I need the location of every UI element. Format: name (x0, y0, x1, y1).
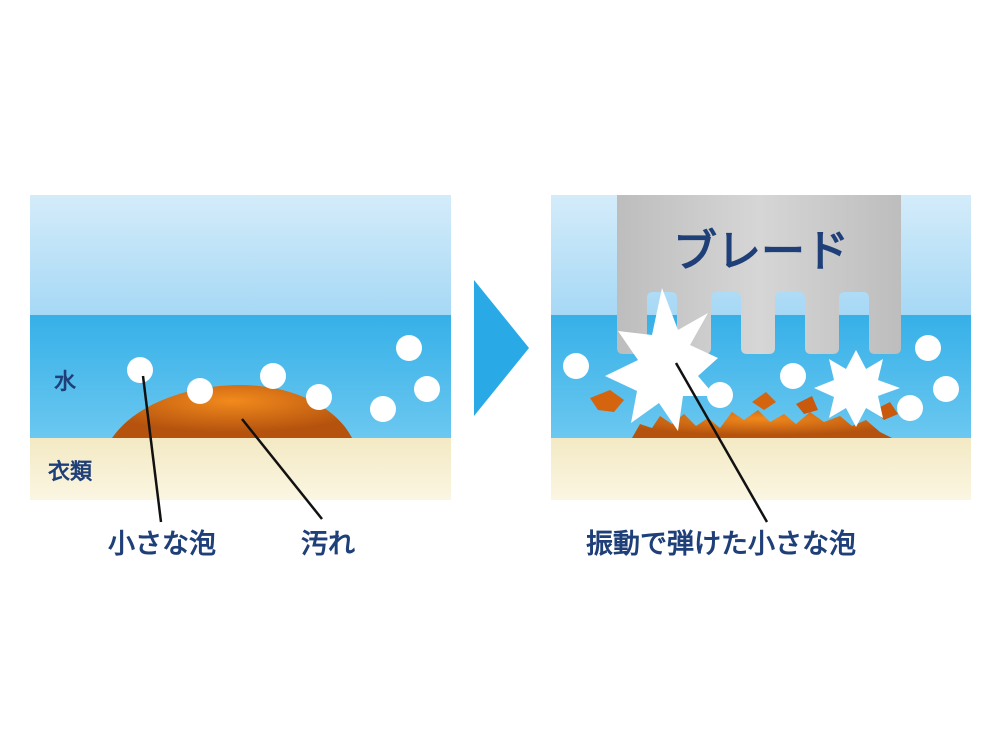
dirt-chip (590, 390, 624, 412)
dirt-mound (112, 385, 352, 438)
burst-bubble-small (814, 350, 900, 427)
burst-bubble-large (605, 288, 718, 431)
bubble-leader-line (141, 375, 163, 523)
bubble (306, 384, 332, 410)
bubble (187, 378, 213, 404)
burst-caption: 振動で弾けた小さな泡 (586, 528, 856, 560)
left-panel: 水 衣類 (30, 195, 451, 523)
bubble (396, 335, 422, 361)
dirt-caption: 汚れ (301, 529, 355, 560)
bubbles-caption: 小さな泡 (108, 528, 216, 560)
bubble (780, 363, 806, 389)
bubble (260, 363, 286, 389)
dirt-leader-line (241, 418, 323, 520)
burst-leader-line (674, 362, 769, 523)
dirt-chip (796, 396, 818, 414)
left-clothes (30, 438, 451, 500)
right-panel: ブレード (551, 195, 971, 523)
dirt-chip (752, 392, 776, 410)
water-label: 水 (54, 370, 77, 395)
bubble (563, 353, 589, 379)
bubble (127, 357, 153, 383)
right-clothes (551, 438, 971, 500)
bubble (933, 376, 959, 402)
blade-label: ブレード (673, 226, 849, 277)
bubble (370, 396, 396, 422)
dirt-fragments (632, 410, 892, 438)
bubble (897, 395, 923, 421)
transition-arrow-icon (474, 280, 529, 416)
clothes-label: 衣類 (48, 459, 93, 485)
blade (617, 195, 901, 354)
bubble (414, 376, 440, 402)
bubble (915, 335, 941, 361)
left-sky (30, 195, 451, 315)
bubble (707, 382, 733, 408)
